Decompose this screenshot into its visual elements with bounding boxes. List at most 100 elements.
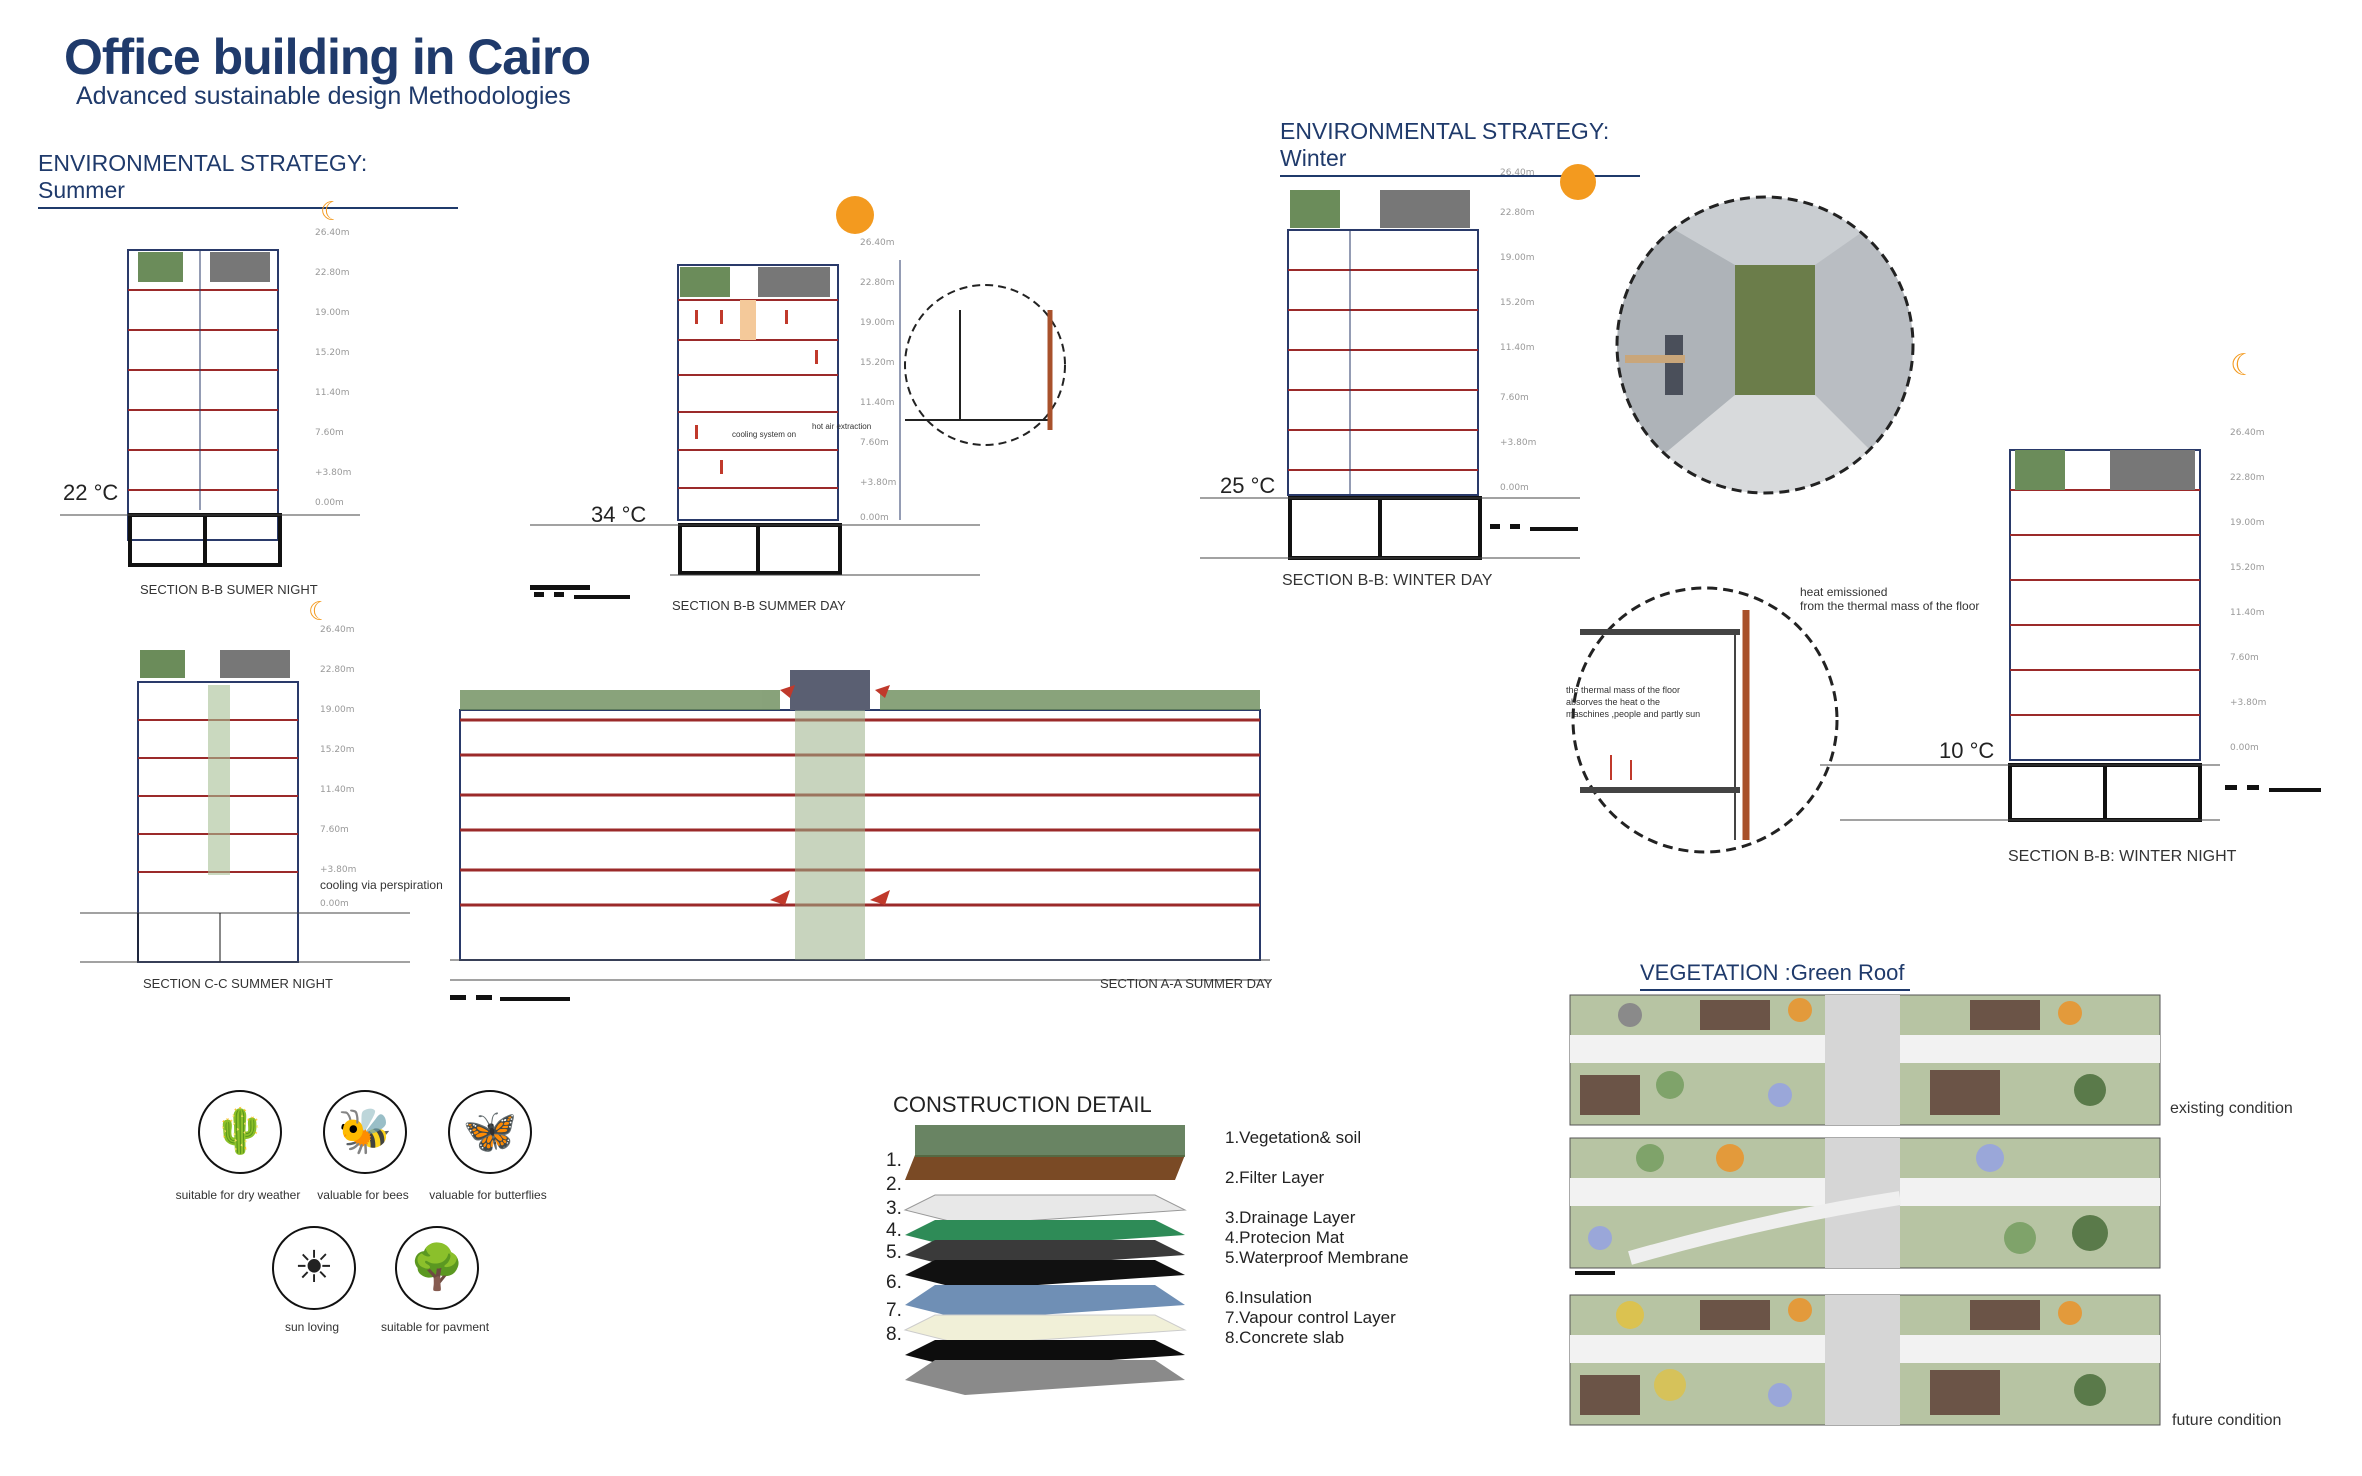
future-condition-label: future condition xyxy=(2172,1412,2282,1429)
layer-number-1: 1. xyxy=(886,1150,902,1171)
svg-text:22.80m: 22.80m xyxy=(2230,473,2265,483)
layer-label-6: 6.Insulation xyxy=(1225,1288,1312,1307)
interior-perspective-image xyxy=(1615,195,1915,495)
temp-summer-day: 34 °C xyxy=(591,502,647,527)
svg-text:0.00m: 0.00m xyxy=(1500,483,1529,493)
icon-label-butterflies: valuable for butterflies xyxy=(429,1188,547,1202)
svg-text:+3.80m: +3.80m xyxy=(2230,698,2266,708)
moon-icon-2: ☾ xyxy=(308,597,331,627)
icon-cactus-wrap: 🌵 xyxy=(198,1090,282,1174)
construction-heading: CONSTRUCTION DETAIL xyxy=(893,1092,1152,1117)
svg-text:0.00m: 0.00m xyxy=(860,513,889,523)
layer-number-4: 4. xyxy=(886,1220,902,1241)
note-hot-air: hot air extraction xyxy=(812,422,872,431)
section-bb-winter-night-drawing: ☾ 26.40m 22.80m 19.00m 15.20m 11.40m 7.60m +… xyxy=(1820,348,2321,822)
sun-icon-2 xyxy=(1560,164,1596,200)
caption-cc-summer-night: SECTION C-C SUMMER NIGHT xyxy=(143,976,333,991)
icon-butterfly-wrap: 🦋 xyxy=(448,1090,532,1174)
svg-text:7.60m: 7.60m xyxy=(2230,653,2259,663)
sun-loving-icon: ☀ xyxy=(272,1226,356,1310)
svg-text:+3.80m: +3.80m xyxy=(315,468,351,478)
svg-text:19.00m: 19.00m xyxy=(315,308,350,318)
svg-text:19.00m: 19.00m xyxy=(320,705,355,715)
layer-label-4: 4.Protecion Mat xyxy=(1225,1228,1345,1247)
icon-label-bees: valuable for bees xyxy=(317,1188,409,1202)
summer-heading: ENVIRONMENTAL STRATEGY: Summer xyxy=(38,150,458,209)
layer-number-3: 3. xyxy=(886,1198,902,1219)
icon-label-dry-weather: suitable for dry weather xyxy=(175,1188,301,1202)
icon-label-sun: sun loving xyxy=(284,1320,340,1334)
svg-text:26.40m: 26.40m xyxy=(315,228,350,238)
layer-number-8: 8. xyxy=(886,1324,902,1345)
tree-icon: 🌳 xyxy=(395,1226,479,1310)
layer-label-3: 3.Drainage Layer xyxy=(1225,1208,1356,1227)
scale-bar xyxy=(534,592,630,599)
caption-bb-winter-night: SECTION B-B: WINTER NIGHT xyxy=(2008,848,2237,865)
svg-text:26.40m: 26.40m xyxy=(320,625,355,635)
svg-text:19.00m: 19.00m xyxy=(860,318,895,328)
green-roof-layers-drawing xyxy=(903,1125,1187,1395)
svg-text:7.60m: 7.60m xyxy=(320,825,349,835)
svg-text:22.80m: 22.80m xyxy=(315,268,350,278)
page-title: Office building in Cairo xyxy=(64,29,591,85)
page-subtitle: Advanced sustainable design Methodologie… xyxy=(76,82,571,110)
svg-text:11.40m: 11.40m xyxy=(1500,343,1535,353)
vegetation-heading: VEGETATION :Green Roof xyxy=(1640,960,1910,991)
svg-text:11.40m: 11.40m xyxy=(860,398,895,408)
butterfly-icon: 🦋 xyxy=(448,1090,532,1174)
svg-text:22.80m: 22.80m xyxy=(320,665,355,675)
icon-tree-wrap: 🌳 xyxy=(395,1226,479,1310)
existing-condition-label: existing condition xyxy=(2170,1100,2293,1117)
svg-text:26.40m: 26.40m xyxy=(1500,168,1535,178)
svg-text:26.40m: 26.40m xyxy=(2230,428,2265,438)
svg-text:7.60m: 7.60m xyxy=(1500,393,1529,403)
layer-label-5: 5.Waterproof Membrane xyxy=(1225,1248,1409,1267)
icon-label-pavement: suitable for pavment xyxy=(380,1320,490,1334)
layer-label-8: 8.Concrete slab xyxy=(1225,1328,1345,1347)
note-cooling-perspiration: cooling via perspiration xyxy=(320,878,443,892)
moon-icon-3: ☾ xyxy=(2230,348,2257,383)
svg-text:11.40m: 11.40m xyxy=(315,388,350,398)
icon-bee-wrap: 🐝 xyxy=(323,1090,407,1174)
svg-text:11.40m: 11.40m xyxy=(320,785,355,795)
section-cc-summer-night-drawing: ☾ 26.40m 22.80m 19.00m 15.20m 11.40m 7.60m +… xyxy=(80,597,410,963)
svg-text:15.20m: 15.20m xyxy=(315,348,350,358)
thermal-mass-detail-drawing xyxy=(1571,586,1839,854)
svg-text:11.40m: 11.40m xyxy=(2230,608,2265,618)
layer-number-5: 5. xyxy=(886,1242,902,1263)
svg-text:7.60m: 7.60m xyxy=(860,438,889,448)
moon-icon: ☾ xyxy=(320,197,343,227)
svg-text:+3.80m: +3.80m xyxy=(320,865,356,875)
note-cooling-system: cooling system on xyxy=(732,430,797,439)
svg-text:26.40m: 26.40m xyxy=(860,238,895,248)
layer-number-2: 2. xyxy=(886,1174,902,1195)
section-aa-summer-day-drawing xyxy=(450,670,1270,1001)
winter-heading: ENVIRONMENTAL STRATEGY: Winter xyxy=(1280,118,1640,177)
svg-text:+3.80m: +3.80m xyxy=(1500,438,1536,448)
layer-label-1: 1.Vegetation& soil xyxy=(1225,1128,1362,1147)
temp-winter-night: 10 °C xyxy=(1939,738,1995,763)
caption-aa-summer-day: SECTION A-A SUMMER DAY xyxy=(1100,976,1273,991)
note-thermal-mass: the thermal mass of the floor absorves t… xyxy=(1566,685,1701,719)
svg-text:15.20m: 15.20m xyxy=(860,358,895,368)
note-heat-emission: heat emissioned from the thermal mass of… xyxy=(1800,585,1980,613)
svg-text:19.00m: 19.00m xyxy=(2230,518,2265,528)
sun-icon xyxy=(836,196,874,234)
svg-text:15.20m: 15.20m xyxy=(1500,298,1535,308)
temp-winter-day: 25 °C xyxy=(1220,473,1276,498)
green-roof-plans-drawing xyxy=(1569,994,2161,1426)
svg-text:19.00m: 19.00m xyxy=(1500,253,1535,263)
layer-label-7: 7.Vapour control Layer xyxy=(1225,1308,1396,1327)
svg-text:15.20m: 15.20m xyxy=(320,745,355,755)
svg-text:0.00m: 0.00m xyxy=(2230,743,2259,753)
svg-text:0.00m: 0.00m xyxy=(315,498,344,508)
caption-bb-summer-night: SECTION B-B SUMER NIGHT xyxy=(140,582,318,597)
temp-summer-night: 22 °C xyxy=(63,480,119,505)
layer-label-2: 2.Filter Layer xyxy=(1225,1168,1325,1187)
svg-text:0.00m: 0.00m xyxy=(320,899,349,909)
svg-text:22.80m: 22.80m xyxy=(860,278,895,288)
svg-text:15.20m: 15.20m xyxy=(2230,563,2265,573)
